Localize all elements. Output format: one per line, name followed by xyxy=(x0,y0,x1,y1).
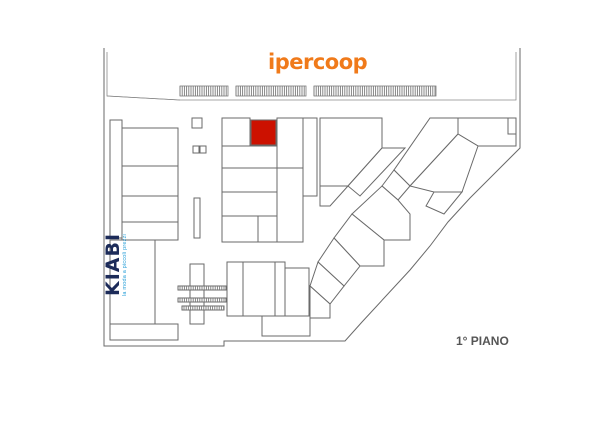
lower-shop-row xyxy=(226,261,311,337)
kiabi-name: KIABI xyxy=(102,232,124,296)
checkout-lanes xyxy=(179,85,437,97)
ipercoop-logo: ipercoop xyxy=(268,50,368,74)
left-shop-column xyxy=(109,119,179,341)
ipercoop-frontage xyxy=(106,95,181,101)
diagonal-shop-wing xyxy=(309,117,517,319)
kiabi-logo: KIABI la moda a piccoli prezzi xyxy=(102,233,128,296)
central-shop-block xyxy=(221,117,318,243)
service-elements xyxy=(189,117,207,325)
highlighted-shop xyxy=(250,119,277,146)
escalators xyxy=(177,285,227,311)
floor-label: 1° PIANO xyxy=(456,334,509,348)
building-inner-outline xyxy=(106,52,517,101)
building-outline xyxy=(103,48,521,347)
kiabi-store xyxy=(109,239,156,325)
ipercoop-name: ipercoop xyxy=(268,50,368,74)
kiabi-tagline: la moda a piccoli prezzi xyxy=(122,234,128,296)
